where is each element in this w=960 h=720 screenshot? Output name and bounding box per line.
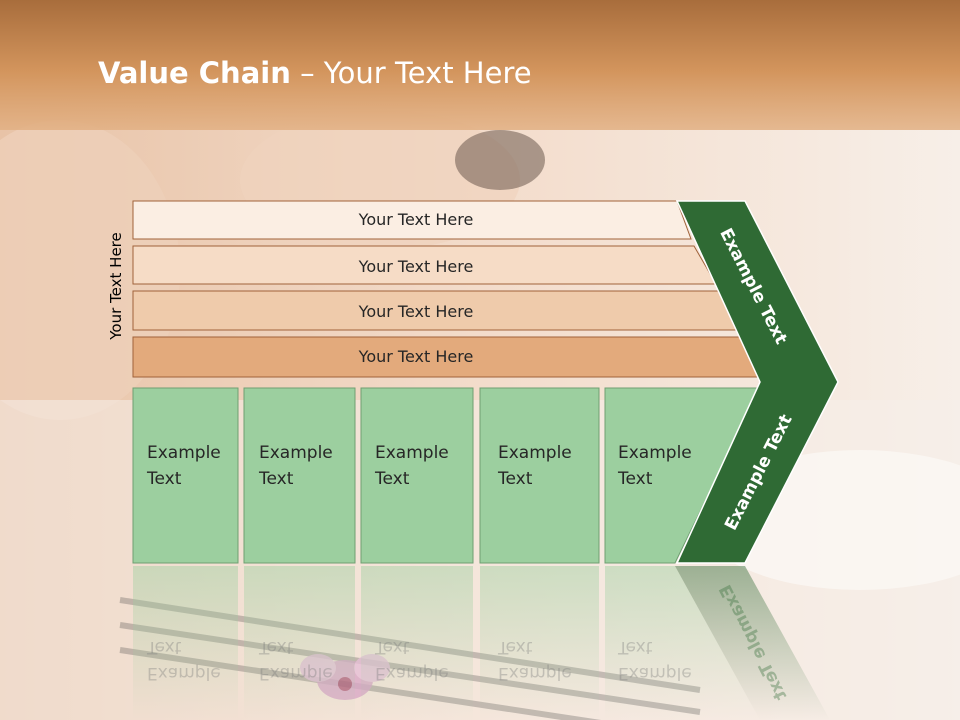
activity-3-text: Example Text xyxy=(375,440,449,492)
activity-2-text: Example Text xyxy=(259,440,333,492)
activity-2-line2: Text xyxy=(259,469,294,489)
activity-5-line1: Example xyxy=(618,443,692,463)
activities-reflection xyxy=(133,566,830,720)
support-row-2-label: Your Text Here xyxy=(358,257,474,276)
support-row-1 xyxy=(132,200,692,240)
primary-activity-4 xyxy=(479,387,600,564)
margin-chevron xyxy=(675,200,839,564)
activity-4-text: Example Text xyxy=(498,440,572,492)
activity-4-reflection-line2: Text xyxy=(498,637,533,657)
title-rest: – Your Text Here xyxy=(290,56,532,90)
support-row-4-label: Your Text Here xyxy=(358,347,474,366)
activity-1-reflection-line1: Example xyxy=(147,663,221,683)
activity-2-reflection-line2: Text xyxy=(259,637,294,657)
activity-3-line1: Example xyxy=(375,443,449,463)
activity-2-reflection: Example Text xyxy=(259,634,333,686)
activity-1-text: Example Text xyxy=(147,440,221,492)
activity-1-reflection-line2: Text xyxy=(147,637,182,657)
activity-2-line1: Example xyxy=(259,443,333,463)
activity-1-line2: Text xyxy=(147,469,182,489)
title-bold: Value Chain xyxy=(98,56,291,90)
activity-1-line1: Example xyxy=(147,443,221,463)
activity-4-line2: Text xyxy=(498,469,533,489)
header-bar xyxy=(0,0,960,130)
support-row-1-label: Your Text Here xyxy=(358,210,474,229)
primary-activity-3 xyxy=(360,387,474,564)
activity-5-reflection: Example Text xyxy=(618,634,692,686)
activity-2-reflection-line1: Example xyxy=(259,663,333,683)
activity-5-reflection-line1: Example xyxy=(618,663,692,683)
activity-3-reflection-line1: Example xyxy=(375,663,449,683)
slide-title: Value Chain – Your Text Here xyxy=(98,52,532,94)
activity-4-reflection: Example Text xyxy=(498,634,572,686)
primary-activity-5 xyxy=(604,387,761,564)
primary-activity-2 xyxy=(243,387,356,564)
activity-5-text: Example Text xyxy=(618,440,692,492)
primary-activity-1 xyxy=(132,387,239,564)
activity-5-reflection-line2: Text xyxy=(618,637,653,657)
activity-3-reflection: Example Text xyxy=(375,634,449,686)
support-row-3-label: Your Text Here xyxy=(358,302,474,321)
activity-3-line2: Text xyxy=(375,469,410,489)
activity-3-reflection-line2: Text xyxy=(375,637,410,657)
activity-5-line2: Text xyxy=(618,469,653,489)
activity-1-reflection: Example Text xyxy=(147,634,221,686)
activity-4-reflection-line1: Example xyxy=(498,663,572,683)
activity-4-line1: Example xyxy=(498,443,572,463)
